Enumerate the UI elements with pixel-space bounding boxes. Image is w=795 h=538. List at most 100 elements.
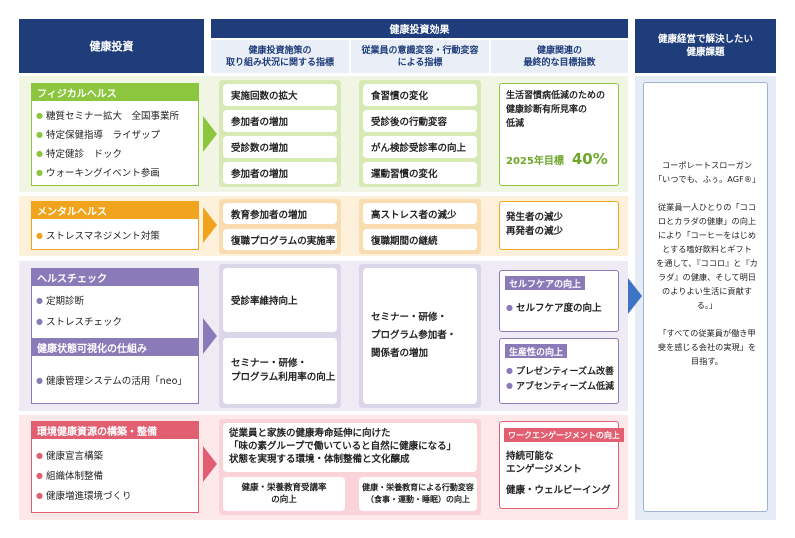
env-item-3: ●健康増進環境づくり xyxy=(36,490,132,503)
check-tag-2: 生産性の向上 xyxy=(505,344,568,358)
physical-col1-2: 参加者の増加 xyxy=(223,110,337,132)
check-col2-l1: セミナー・研修・ xyxy=(371,312,448,323)
check-col1-2: セミナー・研修・ プログラム利用率の向上 xyxy=(223,338,337,404)
header-issues: 健康経営で解決したい 健康課題 xyxy=(635,19,776,73)
slogan: 「いつでも、ふぅ。AGF®」 xyxy=(653,174,761,184)
header-issues-l2: 健康課題 xyxy=(686,47,725,58)
physical-col1-3: 受診数の増加 xyxy=(223,136,337,158)
check-left-box xyxy=(31,268,199,404)
header-investment: 健康投資 xyxy=(19,19,204,73)
physical-col2-2: 受診後の行動変容 xyxy=(363,110,477,132)
mission-l6: ラダ』の健康、そして明日 xyxy=(657,272,756,282)
check-title-2: 健康状態可視化の仕組み xyxy=(31,338,199,356)
vision-l3: 目指す。 xyxy=(691,356,723,366)
mission-l7: のよりよい生活に貢献す xyxy=(662,286,752,296)
env-big-l2: 「味の素グループで働いていると自然に健康になる」 xyxy=(229,441,457,452)
mission-l8: る。」 xyxy=(696,300,718,310)
sub3-l1: 健康関連の xyxy=(536,45,582,56)
mission-l2: ロとカラダの健康」の向上 xyxy=(657,216,757,226)
vision-l2: 斐を感じる会社の実現」を xyxy=(657,342,757,352)
env-col2-box: 健康・栄養教育による行動変容 （食事・運動・睡眠）の向上 xyxy=(359,477,477,511)
physical-goal-text: 生活習慣病低減のための 健康診断有所見率の 低減 xyxy=(506,89,605,131)
mental-item-1: ●ストレスマネジメント対策 xyxy=(36,230,160,243)
physical-item-4: ●ウォーキングイベント参画 xyxy=(36,167,160,180)
env-item-2: ●組織体制整備 xyxy=(36,470,103,483)
check-item-2: ●ストレスチェック xyxy=(36,316,122,329)
check-col1-2-l1: セミナー・研修・ xyxy=(231,358,308,369)
env-tag: ワークエンゲージメントの向上 xyxy=(504,428,624,442)
check-tag-1: セルフケアの向上 xyxy=(505,276,586,290)
physical-goal-l2: 健康診断有所見率の xyxy=(506,105,588,115)
env-col1-l1: 健康・栄養教育受講率 xyxy=(241,483,327,493)
check-col2-l3: 関係者の増加 xyxy=(371,348,429,359)
env-big-l3: 状態を実現する環境・体制整備と文化醸成 xyxy=(229,454,410,465)
mental-goal-text: 発生者の減少 再発者の減少 xyxy=(506,211,563,239)
mental-col1-1: 教育参加者の増加 xyxy=(223,203,337,224)
env-goal-text: 持続可能な エンゲージメント 健康・ウェルビーイング xyxy=(506,450,611,497)
mission-l4: とする嗜好飲料とギフト xyxy=(662,244,752,254)
env-col1-l2: の向上 xyxy=(271,495,297,505)
env-goal-l2: エンゲージメント xyxy=(506,464,582,475)
env-goal-l3: 健康・ウェルビーイング xyxy=(506,485,611,496)
physical-col2-4: 運動習慣の変化 xyxy=(363,162,477,184)
header-issues-l1: 健康経営で解決したい xyxy=(657,34,753,45)
check-col1-2-l2: プログラム利用率の向上 xyxy=(231,372,336,383)
mental-col1-2: 復職プログラムの実施率 xyxy=(223,229,337,250)
physical-col1-4: 参加者の増加 xyxy=(223,162,337,184)
check-title: ヘルスチェック xyxy=(31,268,199,286)
mental-col2-1: 高ストレス者の減少 xyxy=(363,203,477,224)
sub3-l2: 最終的な目標指数 xyxy=(523,57,596,68)
slogan-label: コーポレートスローガン xyxy=(661,160,753,170)
right-panel xyxy=(643,82,768,512)
mental-col2-2: 復職期間の継続 xyxy=(363,229,477,250)
physical-col2-1: 食習慣の変化 xyxy=(363,84,477,106)
sub2-l1: 従業員の意識変容・行動変容 xyxy=(361,45,479,56)
env-item-1: ●健康宣言構築 xyxy=(36,450,103,463)
mission-l5: を通して、『ココロ』と『カ xyxy=(656,258,758,268)
check-goal-2-item-1: ●プレゼンティーズム改善 xyxy=(506,366,614,377)
mental-goal-l2: 再発者の減少 xyxy=(506,226,564,237)
physical-arrow xyxy=(203,116,217,152)
header-effect: 健康投資効果 xyxy=(211,19,628,38)
subheader-col1: 健康投資施策の取り組み状況に関する指標 xyxy=(211,40,349,73)
env-col2-l1: 健康・栄養教育による行動変容 xyxy=(362,483,474,492)
right-arrow xyxy=(628,278,642,314)
check-item-3: ●健康管理システムの活用「neo」 xyxy=(36,375,187,388)
mental-goal-l1: 発生者の減少 xyxy=(506,212,564,223)
physical-target: 2025年目標 40% xyxy=(506,150,608,168)
sub1-l1: 健康投資施策の xyxy=(248,45,312,56)
mental-arrow xyxy=(203,207,217,243)
env-title: 環境健康資源の構築・整備 xyxy=(31,421,199,439)
physical-item-3: ●特定健診 ドック xyxy=(36,148,122,161)
mental-goal-box xyxy=(499,201,619,250)
physical-item-2: ●特定保健指導 ライザップ xyxy=(36,129,160,142)
physical-col2-3: がん検診受診率の向上 xyxy=(363,136,477,158)
check-goal-1-item: ●セルフケア度の向上 xyxy=(506,302,602,315)
env-col1-box: 健康・栄養教育受講率 の向上 xyxy=(223,477,345,511)
check-goal-2-item-2: ●アブセンティーズム低減 xyxy=(506,381,614,392)
check-col2-1: セミナー・研修・ プログラム参加者・ 関係者の増加 xyxy=(363,268,477,404)
env-goal-l1: 持続可能な xyxy=(506,451,554,462)
check-arrow xyxy=(203,318,217,354)
mental-title: メンタルヘルス xyxy=(31,201,199,219)
right-text: コーポレートスローガン 「いつでも、ふぅ。AGF®」 従業員一人ひとりの「ココ … xyxy=(648,158,766,368)
mission-l3: により「コーヒーをはじめ xyxy=(657,230,757,240)
mission-l1: 従業員一人ひとりの「ココ xyxy=(657,202,756,212)
sub1-l2: 取り組み状況に関する指標 xyxy=(225,57,334,68)
subheader-col2: 従業員の意識変容・行動変容による指標 xyxy=(351,40,489,73)
target-value: 40% xyxy=(571,150,608,168)
env-big-box: 従業員と家族の健康寿命延伸に向けた 「味の素グループで働いていると自然に健康にな… xyxy=(223,423,477,472)
physical-col1-1: 実施回数の拡大 xyxy=(223,84,337,106)
check-item-1: ●定期診断 xyxy=(36,295,84,308)
check-col2-l2: プログラム参加者・ xyxy=(371,330,457,341)
check-col1-1: 受診率維持向上 xyxy=(223,268,337,332)
env-col2-l2: （食事・運動・睡眠）の向上 xyxy=(366,495,470,504)
subheader-col3: 健康関連の最終的な目標指数 xyxy=(491,40,628,73)
physical-goal-l1: 生活習慣病低減のための xyxy=(506,91,606,101)
physical-goal-l3: 低減 xyxy=(506,119,525,129)
env-arrow xyxy=(203,446,217,482)
physical-item-1: ●糖質セミナー拡大 全国事業所 xyxy=(36,110,179,123)
sub2-l2: による指標 xyxy=(397,57,443,68)
vision-l1: 「すべての従業員が働き甲 xyxy=(658,328,756,338)
target-label: 2025年目標 xyxy=(506,156,564,167)
